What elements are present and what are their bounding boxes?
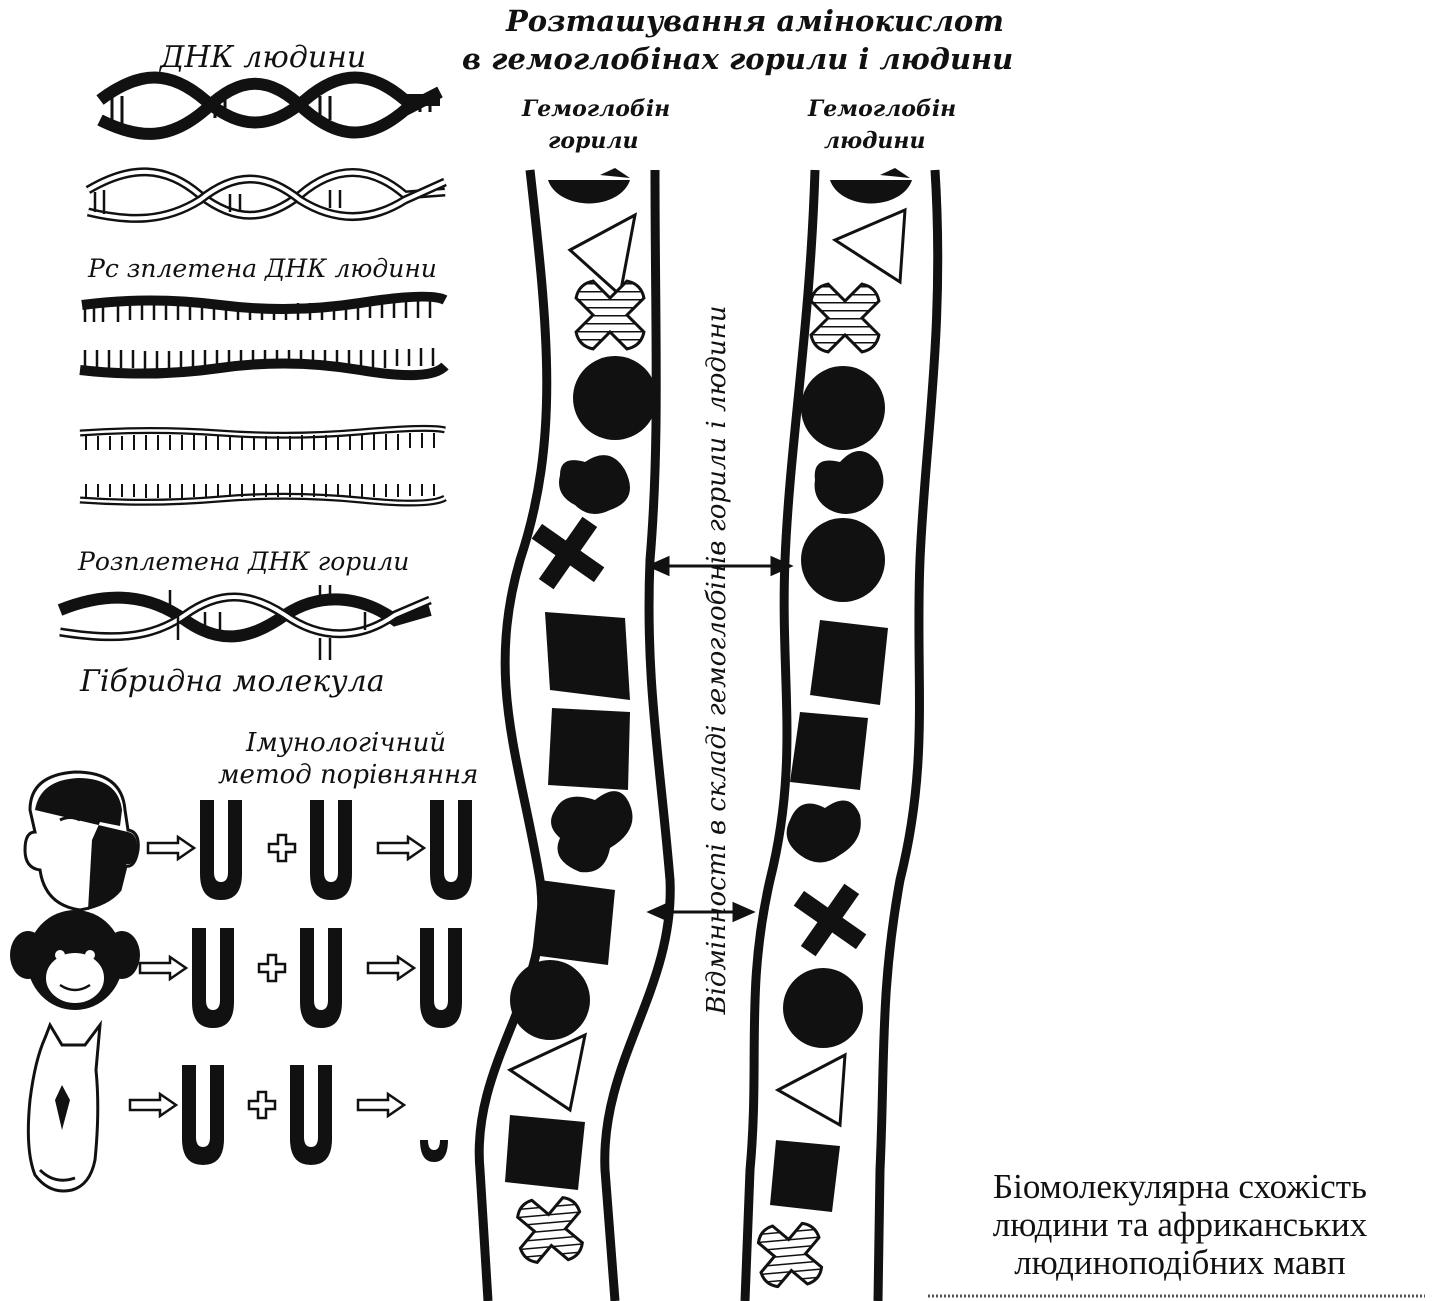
immunological-label-1: Імунологічний — [246, 728, 446, 758]
caption-line-1: Біомолекулярна схожість — [940, 1168, 1420, 1206]
half-disc-shape — [548, 168, 630, 203]
parallelogram-shape — [790, 712, 868, 790]
blob-shape — [559, 455, 630, 514]
gorilla-hemoglobin-label-1: Гемоглобін — [522, 96, 670, 122]
small-precipitate-shape — [420, 1140, 448, 1162]
dna-gorilla-unwound-label: Розплетена ДНК горили — [78, 547, 409, 576]
triangle-shape — [778, 1055, 845, 1125]
plus-icon — [259, 955, 285, 981]
circle-shape — [510, 960, 590, 1040]
hemoglobin-title-1: Розташування амінокислот — [506, 4, 1004, 38]
gorilla-amino-acids — [499, 168, 667, 1281]
hybrid-molecule-label: Гібридна молекула — [80, 664, 385, 699]
plus-icon — [249, 1092, 275, 1118]
half-disc-shape — [830, 168, 912, 203]
hatched-cross-shape — [499, 1179, 602, 1282]
blob-shape — [551, 791, 633, 872]
parallelogram-shape — [545, 612, 630, 700]
human-hemoglobin-label-1: Гемоглобін — [808, 96, 956, 122]
antibody-u-shape — [192, 928, 234, 1028]
dna-human-label: ДНК людини — [160, 40, 366, 75]
dna-human-unwound-strands — [80, 297, 445, 376]
arrow-icon — [378, 837, 424, 859]
precipitate-u-shape — [430, 800, 472, 900]
triangle-shape — [510, 1035, 585, 1110]
parallelogram-shape — [548, 708, 630, 790]
dna-human-unwound-label: Рс зплетена ДНК людини — [88, 254, 437, 283]
caption-line-2: людини та африканських — [940, 1206, 1420, 1244]
antibody-u-shape — [200, 800, 242, 900]
horse-head-icon — [28, 1025, 100, 1191]
antigen-u-shape — [290, 1065, 332, 1165]
arrow-icon — [148, 837, 194, 859]
circle-shape — [783, 968, 863, 1048]
parallelogram-shape — [505, 1115, 585, 1190]
arrow-icon — [130, 1094, 176, 1116]
triangle-shape — [835, 210, 905, 282]
antibody-u-shape — [182, 1065, 224, 1165]
arrow-icon — [368, 957, 414, 979]
parallelogram-shape — [770, 1140, 840, 1212]
human-amino-acids — [740, 168, 912, 1301]
chimpanzee-head-icon — [10, 910, 140, 1010]
precipitate-u-shape — [420, 928, 462, 1028]
dna-human-helix — [100, 78, 440, 134]
hemoglobin-title-2: в гемоглобінах горили і людини — [462, 42, 1013, 76]
immunology-row-human — [148, 800, 472, 900]
caption-line-3: людиноподібних мавп — [940, 1244, 1420, 1282]
immunology-row-horse — [130, 1065, 448, 1165]
differences-vertical-label: Відмінності в складі гемоглобінів горили… — [702, 305, 732, 1014]
circle-shape — [573, 356, 657, 440]
hatched-cross-shape — [740, 1205, 840, 1301]
figure-caption: Біомолекулярна схожість людини та африка… — [940, 1168, 1420, 1282]
human-hemoglobin-label-2: людини — [824, 128, 925, 154]
antigen-u-shape — [300, 928, 342, 1028]
circle-shape — [801, 518, 885, 602]
dna-human-unwound-outline-strands — [80, 428, 445, 503]
parallelogram-shape — [810, 620, 888, 705]
cross-shape — [777, 867, 883, 973]
arrow-icon — [140, 957, 186, 979]
blob-shape — [815, 451, 884, 514]
arrow-icon — [358, 1094, 404, 1116]
immunological-label-2: метод порівняння — [218, 760, 478, 790]
immunology-row-chimpanzee — [140, 928, 462, 1028]
plus-icon — [269, 835, 295, 861]
dna-human-helix-outline — [88, 172, 445, 219]
blob-shape — [787, 800, 861, 862]
circle-shape — [801, 366, 885, 450]
antigen-u-shape — [310, 800, 352, 900]
hybrid-dna-helix — [60, 585, 430, 660]
parallelogram-shape — [532, 880, 615, 965]
gorilla-hemoglobin-label-2: горили — [548, 128, 639, 154]
human-head-icon — [25, 772, 138, 910]
